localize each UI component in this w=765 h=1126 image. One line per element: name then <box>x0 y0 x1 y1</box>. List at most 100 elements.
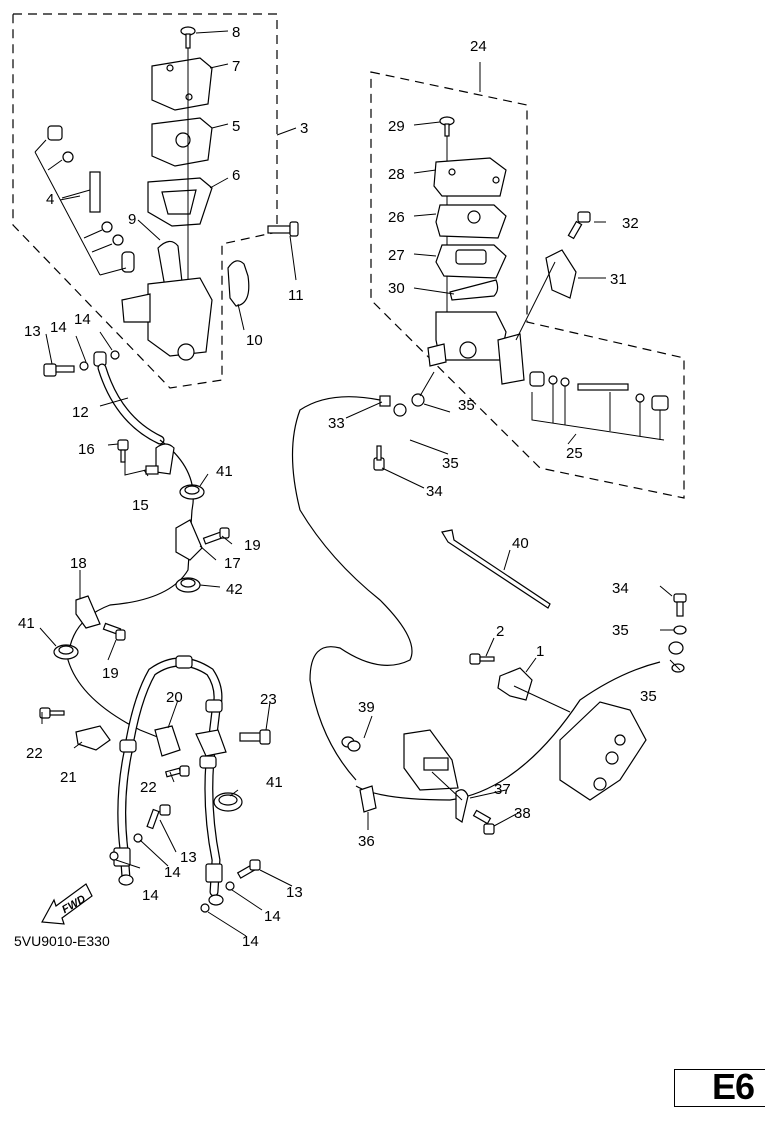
callout-14: 14 <box>264 908 281 925</box>
bolt-22-mid <box>164 765 190 778</box>
holder-18 <box>75 595 101 629</box>
callout-13: 13 <box>180 849 197 866</box>
callout-38: 38 <box>514 805 531 822</box>
bolt-22-left <box>39 707 65 719</box>
callout-17: 17 <box>224 555 241 572</box>
callout-24: 24 <box>470 38 487 55</box>
bracket-1 <box>497 667 533 701</box>
callout-31: 31 <box>610 271 627 288</box>
callout-19: 19 <box>102 665 119 682</box>
master-cylinder-body <box>121 277 213 361</box>
diaphragm-27 <box>435 244 507 279</box>
bolt-11 <box>267 221 299 237</box>
bolt-23 <box>239 729 271 745</box>
callout-19: 19 <box>244 537 261 554</box>
brake-hose-pair <box>113 655 224 906</box>
piston-kit-4 <box>34 125 135 276</box>
plate-5 <box>151 117 213 167</box>
callout-28: 28 <box>388 166 405 183</box>
caliper <box>559 701 647 801</box>
clamp-36 <box>359 785 377 813</box>
callout-35: 35 <box>442 455 459 472</box>
callout-13: 13 <box>286 884 303 901</box>
holder-37 <box>455 789 469 823</box>
diaphragm-6 <box>147 177 213 227</box>
callout-35: 35 <box>612 622 629 639</box>
washer-14 <box>79 361 89 371</box>
callout-13: 13 <box>24 323 41 340</box>
callout-18: 18 <box>70 555 87 572</box>
callout-23: 23 <box>260 691 277 708</box>
washer-35 <box>393 403 407 417</box>
bolt-2 <box>469 653 495 665</box>
callout-3: 3 <box>300 120 308 137</box>
callout-6: 6 <box>232 167 240 184</box>
callout-21: 21 <box>60 769 77 786</box>
washer-35 <box>411 393 425 407</box>
fwd-arrow-icon: FWD <box>41 883 93 925</box>
washer-35 <box>673 625 687 635</box>
clamp-41-lower <box>213 792 243 812</box>
callout-14: 14 <box>164 864 181 881</box>
washer-14 <box>225 881 235 891</box>
leader-lines <box>39 30 681 937</box>
cover-7 <box>151 57 213 111</box>
callout-35: 35 <box>640 688 657 705</box>
fork-leg <box>403 729 459 791</box>
callout-25: 25 <box>566 445 583 462</box>
callout-11: 11 <box>288 287 304 304</box>
union-bolt-13-top <box>43 363 75 377</box>
hose-end <box>93 351 107 367</box>
bolt-38 <box>472 809 495 835</box>
screw-8 <box>180 26 196 49</box>
callout-34: 34 <box>612 580 629 597</box>
bolt-19-lower <box>102 622 126 641</box>
callout-29: 29 <box>388 118 405 135</box>
callout-39: 39 <box>358 699 375 716</box>
banjo-fitting <box>668 641 684 655</box>
callout-5: 5 <box>232 118 240 135</box>
diagram-code: 5VU9010-E330 <box>14 933 110 949</box>
clamp-41 <box>53 644 79 660</box>
callout-26: 26 <box>388 209 405 226</box>
fwd-label: FWD <box>60 893 88 916</box>
clamp-15 <box>145 443 175 475</box>
callout-14: 14 <box>142 887 159 904</box>
holder-17 <box>175 519 203 561</box>
callout-20: 20 <box>166 689 183 706</box>
callout-12: 12 <box>72 404 89 421</box>
callout-16: 16 <box>78 441 95 458</box>
piston-kit-25 <box>529 371 669 441</box>
callout-14: 14 <box>50 319 67 336</box>
callout-30: 30 <box>388 280 405 297</box>
cover-28 <box>433 157 507 197</box>
washer-14 <box>110 350 120 360</box>
washer-14 <box>200 903 210 913</box>
clamp-41 <box>179 484 205 500</box>
callout-42: 42 <box>226 581 243 598</box>
bolt-34-lower <box>673 593 687 617</box>
callout-40: 40 <box>512 535 529 552</box>
callout-41: 41 <box>216 463 233 480</box>
bolt-32 <box>567 211 591 240</box>
bolt-34 <box>373 445 385 471</box>
callout-32: 32 <box>622 215 639 232</box>
group-3-boundary <box>12 13 278 389</box>
screw-29 <box>439 116 455 137</box>
callout-14: 14 <box>242 933 259 950</box>
callout-labels: 8 7 5 3 6 4 9 11 10 13 14 14 12 16 15 41… <box>18 24 657 950</box>
bolt-13-right <box>236 859 261 879</box>
bolt-13-mid <box>146 804 171 830</box>
callout-22: 22 <box>140 779 157 796</box>
callout-8: 8 <box>232 24 240 41</box>
page-label: E6 <box>712 1066 755 1107</box>
callout-22: 22 <box>26 745 43 762</box>
float-30 <box>449 279 499 301</box>
master-cylinder-body-right <box>427 311 525 385</box>
callout-41: 41 <box>266 774 283 791</box>
clamp-42 <box>175 577 201 593</box>
joint-20 <box>154 725 227 757</box>
clip-39 <box>341 736 361 752</box>
callout-33: 33 <box>328 415 345 432</box>
